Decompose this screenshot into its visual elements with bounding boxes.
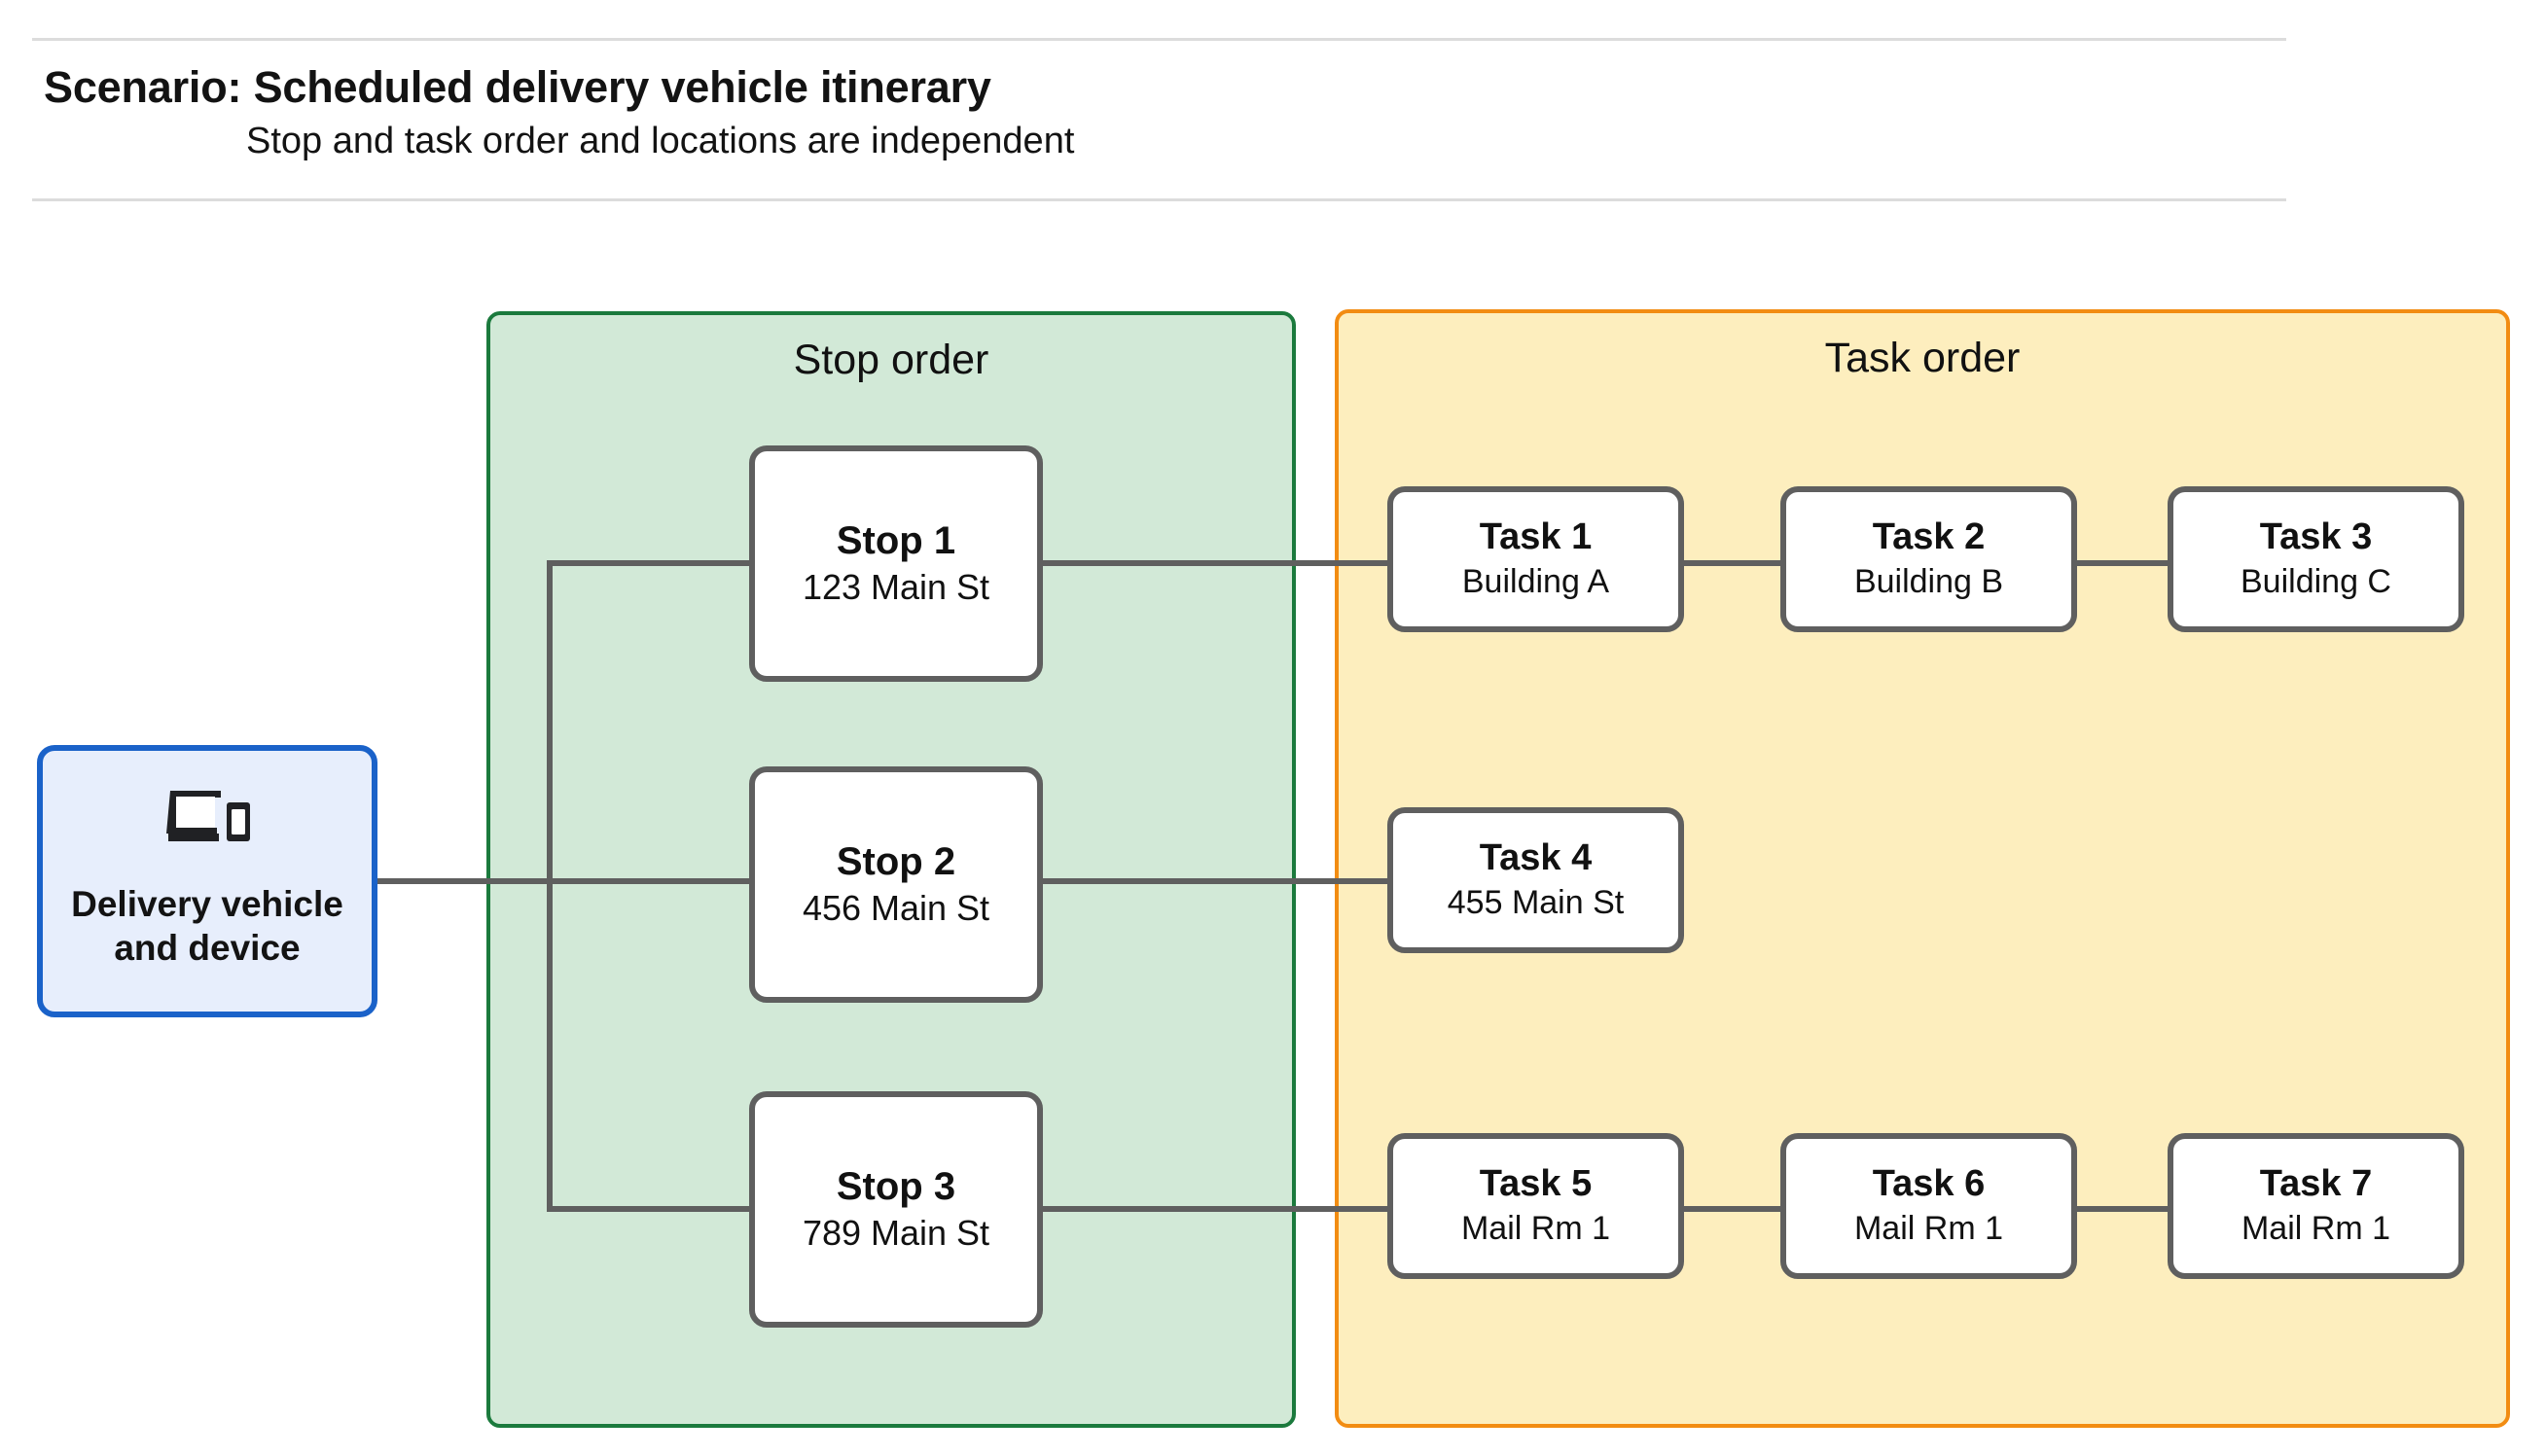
task-node-location: Building B bbox=[1853, 562, 2004, 600]
task-node-6[interactable]: Task 6 Mail Rm 1 bbox=[1780, 1133, 2077, 1279]
stop-node-location: 456 Main St bbox=[802, 888, 990, 929]
task-node-title: Task 6 bbox=[1872, 1163, 1986, 1205]
connector-device-to-trunk bbox=[377, 878, 553, 884]
connector-stop-2-to-task-4 bbox=[1039, 878, 1391, 884]
connector-task-1-to-task-2 bbox=[1679, 560, 1784, 566]
stop-node-title: Stop 3 bbox=[836, 1164, 956, 1208]
task-node-1[interactable]: Task 1 Building A bbox=[1387, 486, 1684, 632]
task-node-location: 455 Main St bbox=[1447, 883, 1625, 921]
task-node-title: Task 7 bbox=[2259, 1163, 2373, 1205]
connector-stop-1-to-task-1 bbox=[1039, 560, 1391, 566]
connector-trunk-to-stop-3 bbox=[547, 1206, 753, 1212]
connector-task-5-to-task-6 bbox=[1679, 1206, 1784, 1212]
connector-task-2-to-task-3 bbox=[2072, 560, 2171, 566]
task-node-7[interactable]: Task 7 Mail Rm 1 bbox=[2168, 1133, 2464, 1279]
stop-node-location: 123 Main St bbox=[802, 567, 990, 608]
stop-node-1[interactable]: Stop 1 123 Main St bbox=[749, 445, 1043, 682]
task-node-2[interactable]: Task 2 Building B bbox=[1780, 486, 2077, 632]
task-node-title: Task 1 bbox=[1479, 516, 1593, 558]
task-node-3[interactable]: Task 3 Building C bbox=[2168, 486, 2464, 632]
delivery-vehicle-and-device-node[interactable]: Delivery vehicle and device bbox=[37, 745, 377, 1017]
stop-node-title: Stop 2 bbox=[836, 839, 956, 883]
task-node-title: Task 4 bbox=[1479, 837, 1593, 879]
task-node-location: Mail Rm 1 bbox=[1853, 1209, 2004, 1247]
header-divider-bottom bbox=[32, 198, 2286, 201]
stop-node-location: 789 Main St bbox=[802, 1213, 990, 1254]
connector-trunk-to-stop-1 bbox=[547, 560, 753, 566]
task-node-4[interactable]: Task 4 455 Main St bbox=[1387, 807, 1684, 953]
task-node-title: Task 3 bbox=[2259, 516, 2373, 558]
laptop-and-phone-icon bbox=[166, 790, 250, 841]
task-node-location: Building A bbox=[1461, 562, 1610, 600]
stop-node-3[interactable]: Stop 3 789 Main St bbox=[749, 1091, 1043, 1328]
stop-node-title: Stop 1 bbox=[836, 518, 956, 562]
task-node-location: Mail Rm 1 bbox=[1460, 1209, 1611, 1247]
device-label: Delivery vehicle and device bbox=[71, 883, 343, 968]
header-divider-top bbox=[32, 38, 2286, 41]
page-subtitle: Stop and task order and locations are in… bbox=[246, 121, 1075, 161]
task-node-title: Task 5 bbox=[1479, 1163, 1593, 1205]
connector-trunk-to-stop-2 bbox=[547, 878, 753, 884]
task-node-location: Mail Rm 1 bbox=[2241, 1209, 2391, 1247]
task-node-title: Task 2 bbox=[1872, 516, 1986, 558]
task-node-5[interactable]: Task 5 Mail Rm 1 bbox=[1387, 1133, 1684, 1279]
page-title: Scenario: Scheduled delivery vehicle iti… bbox=[44, 62, 991, 112]
connector-task-6-to-task-7 bbox=[2072, 1206, 2171, 1212]
task-order-panel-title: Task order bbox=[1824, 335, 2021, 381]
task-node-location: Building C bbox=[2241, 562, 2391, 600]
connector-stop-3-to-task-5 bbox=[1039, 1206, 1391, 1212]
stop-order-panel-title: Stop order bbox=[793, 337, 989, 383]
connector-trunk-vertical bbox=[547, 560, 553, 1212]
stop-node-2[interactable]: Stop 2 456 Main St bbox=[749, 766, 1043, 1003]
